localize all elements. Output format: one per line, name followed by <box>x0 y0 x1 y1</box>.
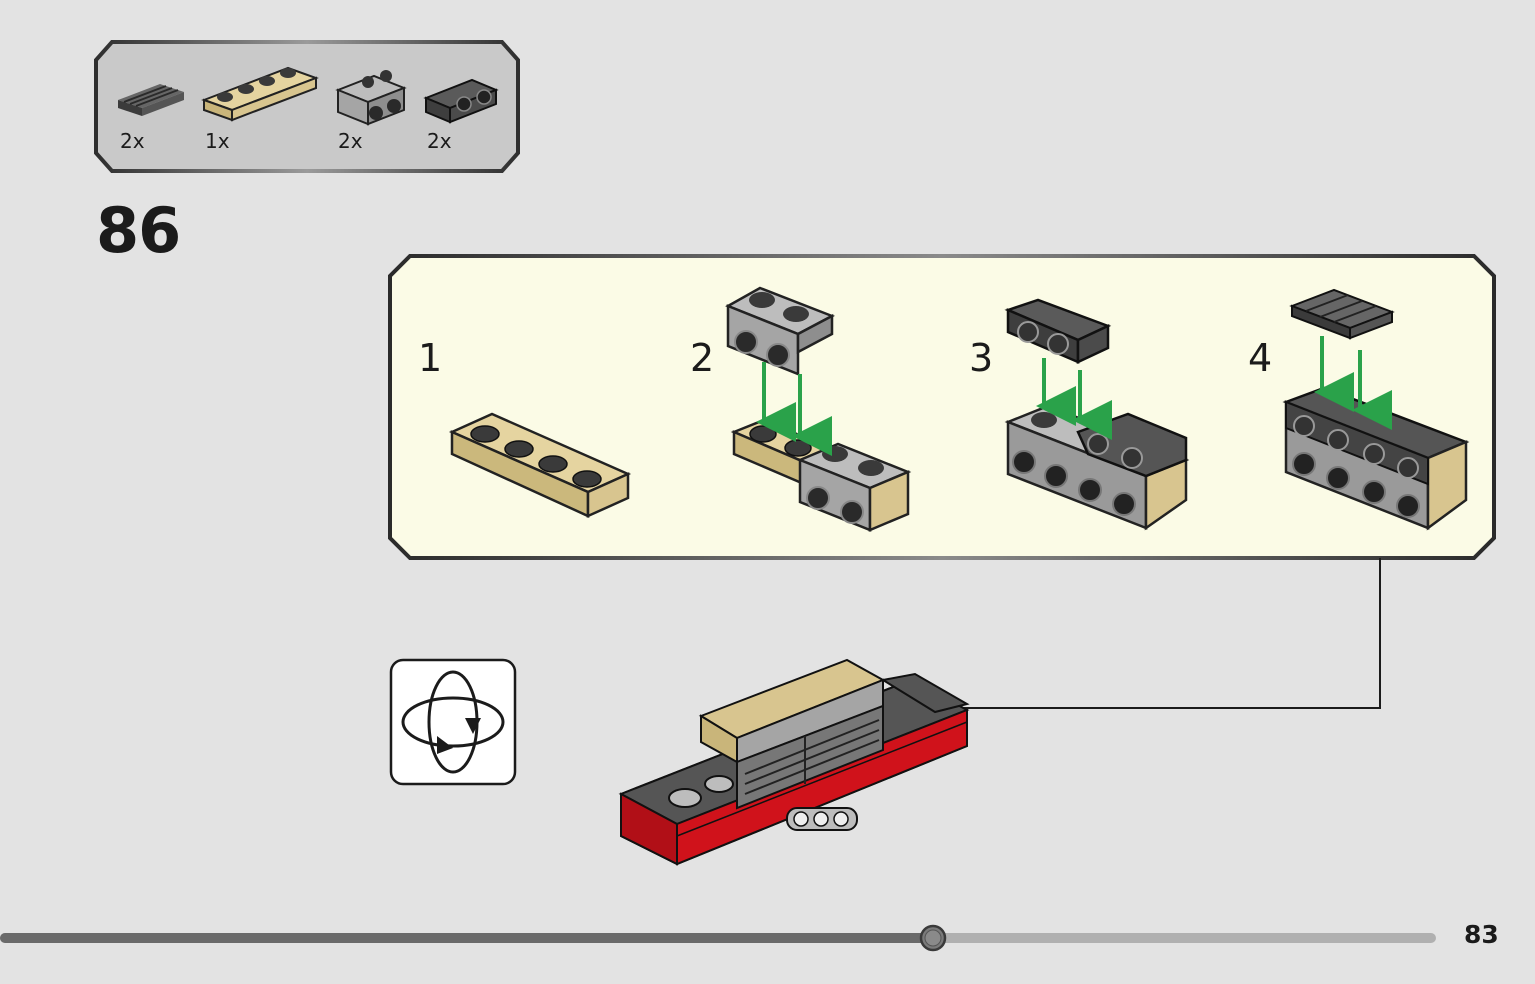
substep-label: 2 <box>690 336 715 380</box>
rotate-model-icon <box>389 658 517 786</box>
sub-assembly-panel <box>388 254 1496 560</box>
page-number: 83 <box>1464 920 1499 949</box>
dark-grey-bracket-icon <box>423 78 499 124</box>
substep-1-tan-plate <box>448 412 632 518</box>
substep-3-assembly <box>1004 298 1190 531</box>
part-quantity: 1x <box>205 129 230 153</box>
substep-label: 4 <box>1248 336 1273 380</box>
step-number: 86 <box>96 194 181 267</box>
part-quantity: 2x <box>338 129 363 153</box>
parts-list-panel <box>94 40 520 173</box>
progress-knob <box>919 924 947 952</box>
substep-2-assembly <box>725 286 912 532</box>
light-grey-bracket-icon <box>335 70 407 126</box>
substep-4-assembly <box>1282 288 1470 531</box>
main-model-assembly <box>618 658 970 866</box>
progress-bar <box>0 933 1436 943</box>
dark-grey-grille-tile-icon <box>118 84 184 116</box>
substep-label: 1 <box>418 336 443 380</box>
part-quantity: 2x <box>427 129 452 153</box>
substep-label: 3 <box>969 336 994 380</box>
part-quantity: 2x <box>120 129 145 153</box>
tan-1x4-plate-icon <box>201 66 319 122</box>
